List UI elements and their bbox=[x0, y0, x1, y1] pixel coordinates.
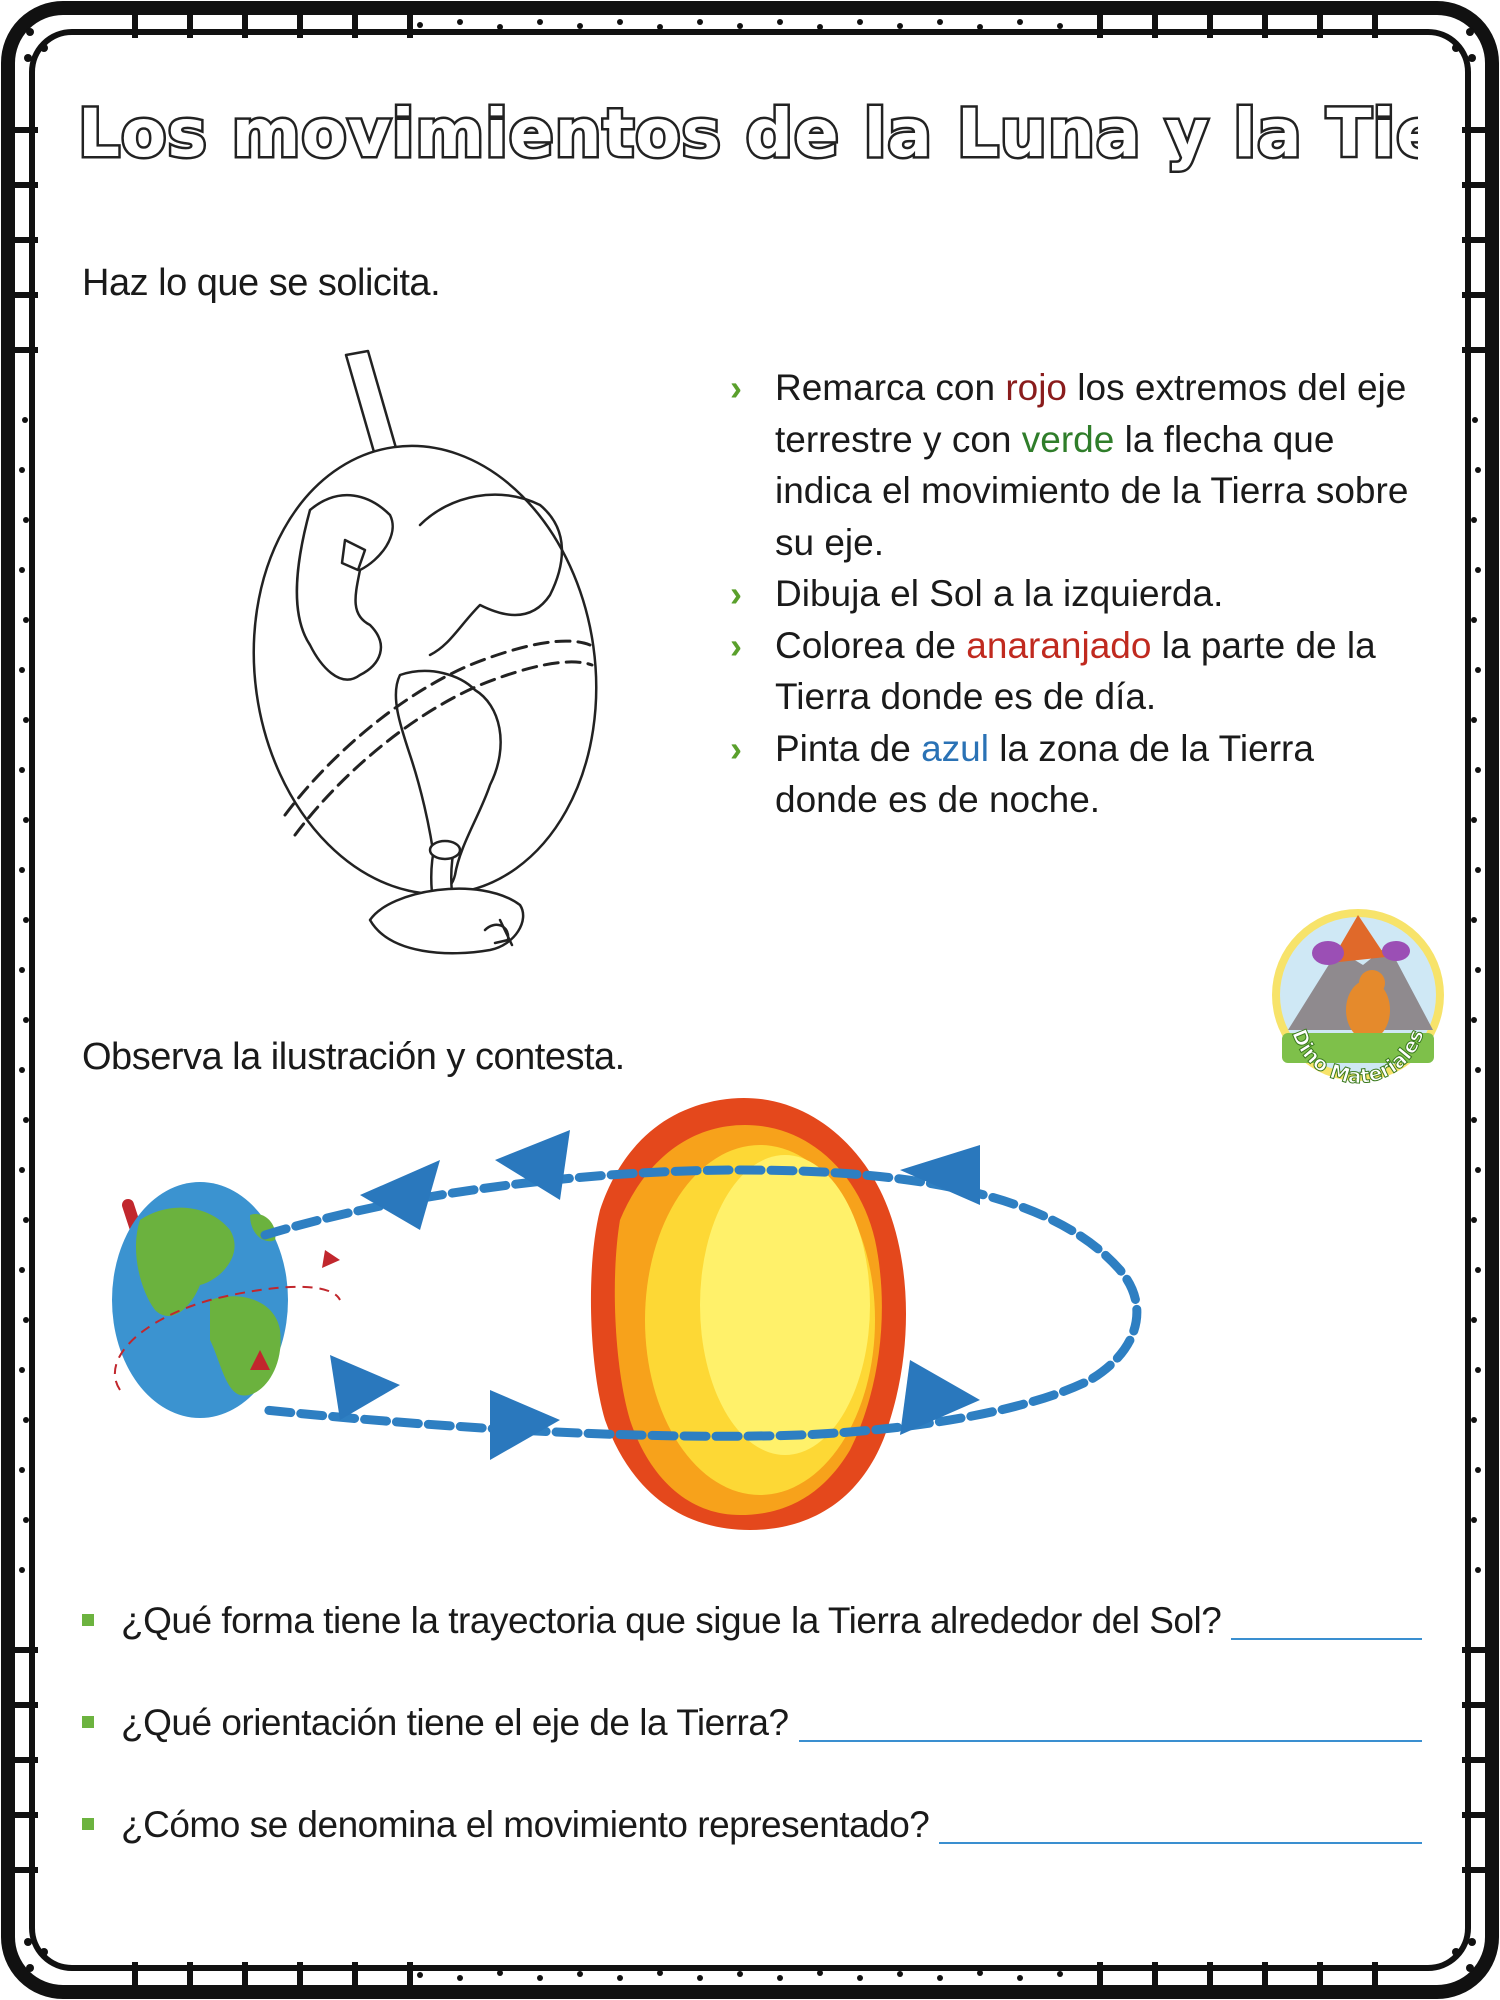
answer-line[interactable] bbox=[1231, 1600, 1422, 1640]
chevron-right-icon: › bbox=[730, 573, 742, 614]
section1-heading: Haz lo que se solicita. bbox=[82, 262, 441, 304]
square-bullet-icon bbox=[82, 1716, 94, 1728]
answer-line[interactable] bbox=[798, 1702, 1422, 1742]
highlight-red: rojo bbox=[1005, 367, 1068, 408]
orbit-arrows bbox=[330, 1130, 980, 1460]
chevron-right-icon: › bbox=[730, 727, 742, 769]
highlight-green: verde bbox=[1021, 418, 1115, 460]
chevron-right-icon: › bbox=[730, 624, 742, 666]
question-list: ¿Qué forma tiene la trayectoria que sigu… bbox=[82, 1600, 1422, 1906]
square-bullet-icon bbox=[82, 1614, 94, 1626]
instruction-text: Remarca con bbox=[775, 367, 1006, 408]
square-bullet-icon bbox=[82, 1818, 94, 1830]
instruction-list: › Remarca con rojo los extremos del eje … bbox=[730, 362, 1410, 826]
dino-materiales-logo: Dino Materiales bbox=[1272, 909, 1444, 1085]
globe-drawing bbox=[252, 349, 598, 955]
instruction-text: Colorea de bbox=[775, 624, 967, 666]
question-text: ¿Qué orientación tiene el eje de la Tier… bbox=[121, 1702, 789, 1743]
instruction-text: la parte de la Tierra donde es de día. bbox=[775, 624, 1376, 718]
highlight-blue: azul bbox=[921, 727, 989, 769]
sun bbox=[590, 1097, 907, 1530]
question-item: ¿Qué forma tiene la trayectoria que sigu… bbox=[82, 1600, 1422, 1702]
instruction-text: Dibuja el Sol a la izquierda. bbox=[775, 573, 1224, 614]
section2-heading: Observa la ilustración y contesta. bbox=[82, 1036, 625, 1078]
instruction-item: › Dibuja el Sol a la izquierda. bbox=[730, 568, 1410, 620]
earth bbox=[112, 1182, 288, 1418]
earth-sun-orbit-illustration bbox=[112, 1097, 1142, 1530]
chevron-right-icon: › bbox=[730, 367, 742, 408]
instruction-item: › Remarca con rojo los extremos del eje … bbox=[730, 362, 1410, 568]
instruction-item: › Colorea de anaranjado la parte de la T… bbox=[730, 620, 1410, 723]
question-item: ¿Cómo se denomina el movimiento represen… bbox=[82, 1804, 1422, 1906]
question-item: ¿Qué orientación tiene el eje de la Tier… bbox=[82, 1702, 1422, 1804]
instruction-item: › Pinta de azul la zona de la Tierra don… bbox=[730, 723, 1410, 826]
instruction-text: la flecha que indica el movimiento de la… bbox=[775, 418, 1409, 563]
instruction-text: Pinta de bbox=[775, 727, 922, 769]
highlight-orange: anaranjado bbox=[966, 624, 1152, 666]
answer-line[interactable] bbox=[939, 1804, 1422, 1844]
question-text: ¿Qué forma tiene la trayectoria que sigu… bbox=[121, 1600, 1222, 1641]
page-title: Los movimientos de la Luna y la Tierra bbox=[78, 93, 1418, 175]
question-text: ¿Cómo se denomina el movimiento represen… bbox=[121, 1804, 930, 1845]
instruction-text: los extremos del eje terrestre y con bbox=[775, 367, 1407, 460]
orbit-path bbox=[260, 1165, 1142, 1441]
page-title-text: Los movimientos de la Luna y la Tierra bbox=[78, 95, 1418, 172]
instruction-text: la zona de la Tierra donde es de noche. bbox=[775, 727, 1314, 821]
